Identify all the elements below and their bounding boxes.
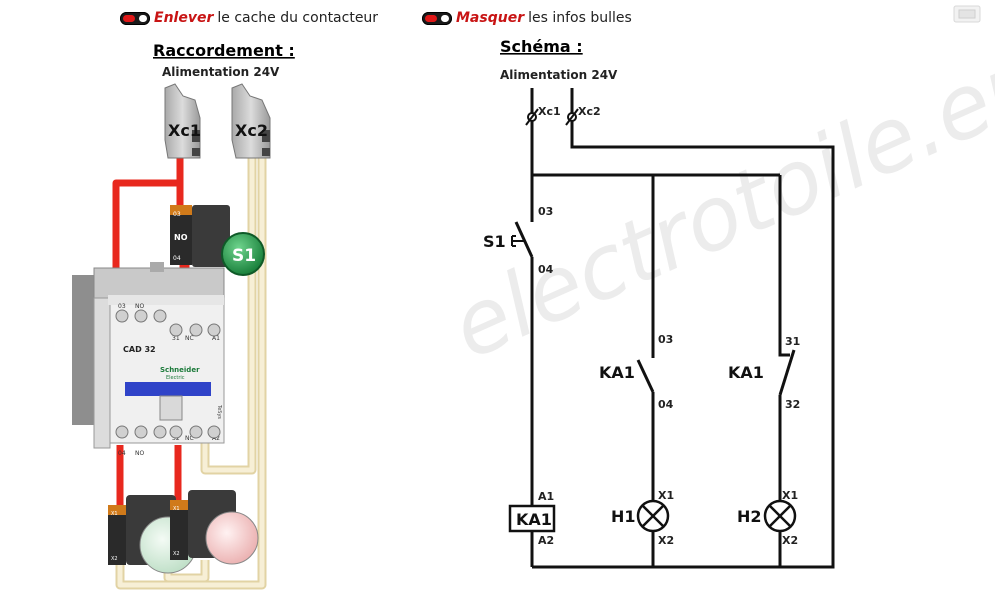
svg-text:03: 03: [118, 303, 126, 310]
lamp-h1-symbol: [636, 499, 670, 533]
fuse-xc2: [565, 108, 579, 126]
svg-text:A1: A1: [538, 490, 554, 503]
fuse-xc1-label: Xc1: [538, 105, 561, 118]
terminal-xc1-label: Xc1: [168, 121, 201, 140]
pushbutton-contact-label: NO: [174, 233, 188, 242]
svg-text:KA1: KA1: [728, 363, 764, 382]
toggle-hide-tooltips[interactable]: Masquer les infos bulles: [422, 10, 632, 26]
svg-text:31: 31: [172, 335, 180, 342]
svg-text:A2: A2: [212, 435, 220, 442]
svg-text:TeSys: TeSys: [216, 404, 222, 419]
schematic-wires: [530, 88, 835, 569]
wiring-supply-label: Alimentation 24V: [162, 65, 280, 79]
svg-text:X2: X2: [173, 551, 180, 557]
terminal-xc2-label: Xc2: [235, 121, 268, 140]
toggle-bubbles-action: Masquer: [456, 10, 525, 26]
svg-text:04: 04: [658, 398, 674, 411]
pushbutton-s1[interactable]: 03 NO 04 S1: [170, 205, 265, 276]
svg-text:03: 03: [538, 205, 553, 218]
svg-text:X2: X2: [111, 556, 118, 562]
coil-ka1: KA1: [508, 504, 556, 533]
pushbutton-s1-label: S1: [232, 246, 256, 266]
contact-ka1-no: [636, 359, 655, 393]
svg-text:NC: NC: [185, 435, 194, 442]
svg-text:X2: X2: [782, 534, 798, 547]
fuse-xc2-label: Xc2: [578, 105, 601, 118]
svg-text:NO: NO: [135, 450, 144, 457]
svg-text:NC: NC: [185, 335, 194, 342]
svg-text:X1: X1: [173, 506, 180, 512]
svg-text:32: 32: [785, 398, 800, 411]
svg-text:04: 04: [173, 255, 181, 262]
svg-text:31: 31: [785, 335, 800, 348]
wiring-title: Raccordement :: [153, 41, 295, 60]
contactor-brand-label: Schneider: [160, 366, 200, 374]
svg-text:X1: X1: [782, 489, 798, 502]
toggle-cover-action: Enlever: [154, 10, 214, 26]
switch-s1-name: S1: [483, 232, 506, 251]
svg-text:NO: NO: [135, 303, 144, 310]
svg-text:Electric: Electric: [166, 375, 185, 381]
svg-text:32: 32: [172, 435, 180, 442]
contact-ka1-nc: [778, 349, 796, 396]
svg-text:A1: A1: [212, 335, 220, 342]
terminal-block-xc1[interactable]: Xc1: [164, 83, 201, 159]
schematic-title: Schéma :: [500, 37, 583, 56]
svg-text:A2: A2: [538, 534, 554, 547]
svg-text:04: 04: [538, 263, 554, 276]
svg-text:H1: H1: [611, 507, 636, 526]
svg-text:03: 03: [658, 333, 673, 346]
switch-s1: [511, 221, 534, 258]
svg-text:03: 03: [173, 211, 181, 218]
fuse-xc1: [525, 108, 539, 126]
svg-text:04: 04: [118, 450, 126, 457]
svg-text:KA1: KA1: [516, 510, 552, 529]
contactor-model-label: CAD 32: [123, 345, 156, 354]
toggle-bubbles-label: les infos bulles: [528, 10, 632, 26]
toggle-switch-icon[interactable]: [422, 11, 452, 25]
toggle-remove-cover[interactable]: Enlever le cache du contacteur: [120, 10, 378, 26]
fullscreen-icon[interactable]: [952, 4, 982, 24]
svg-text:X2: X2: [658, 534, 674, 547]
toggle-cover-label: le cache du contacteur: [217, 10, 379, 26]
svg-text:X1: X1: [658, 489, 674, 502]
svg-text:KA1: KA1: [599, 363, 635, 382]
lamp-h2-symbol: [763, 499, 797, 533]
contactor-cad32[interactable]: 03 NO 31 NC A1 04 NO 32 NC A2 CAD 32 Sch…: [72, 262, 225, 457]
toggle-switch-icon[interactable]: [120, 11, 150, 25]
svg-text:H2: H2: [737, 507, 762, 526]
lamp-red[interactable]: X1 X2: [170, 490, 259, 565]
terminal-block-xc2[interactable]: Xc2: [231, 83, 271, 159]
schematic-supply-label: Alimentation 24V: [500, 68, 618, 82]
svg-text:X1: X1: [111, 511, 118, 517]
